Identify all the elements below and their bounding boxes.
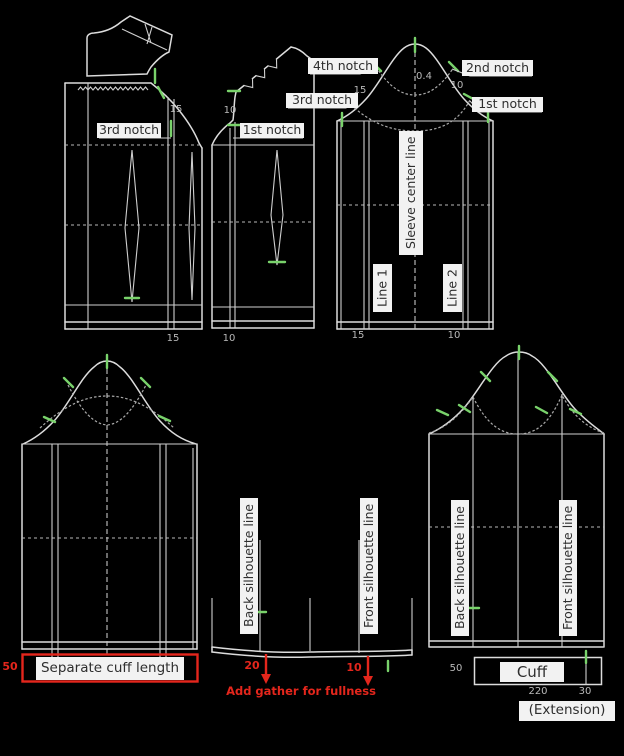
gather-back-value: 20 — [244, 659, 260, 672]
label-extension: (Extension) — [519, 701, 615, 721]
sleeve-hem-back-value: 15 — [351, 330, 365, 341]
label-sleeve-center-line: Sleeve center line — [399, 131, 423, 255]
back-armhole-ease-value: 15 — [169, 104, 183, 115]
separate-cuff-width-value: 50 — [2, 660, 18, 673]
label-sleeve-notch-4th: 4th notch — [308, 58, 378, 74]
sleeve-base-piece — [21, 360, 199, 683]
label-bodice-back-notch: 3rd notch — [97, 122, 161, 138]
back-yoke-piece — [86, 15, 173, 77]
notch-marks — [42, 36, 588, 673]
label-sleeve-notch-2nd: 2nd notch — [462, 60, 533, 76]
label-sleeve-notch-3rd: 3rd notch — [286, 93, 358, 108]
sleeve-draft-piece — [336, 43, 494, 330]
label-separate-cuff-length: Separate cuff length — [36, 657, 184, 680]
back-bodice-piece — [64, 82, 203, 330]
label-front-silhouette-mid: Front silhouette line — [360, 498, 378, 634]
label-sleeve-notch-1st: 1st notch — [472, 97, 543, 112]
label-back-silhouette-mid: Back silhouette line — [240, 498, 258, 634]
cuff-extension-value: 30 — [578, 686, 592, 697]
back-bodice-hem-value: 15 — [166, 333, 180, 344]
add-gather-note: Add gather for fullness — [226, 684, 376, 698]
sleeve-flare-segment — [211, 540, 413, 658]
cap-back-value: 15 — [353, 85, 367, 96]
gather-arrow-front — [363, 676, 373, 686]
cap-center-value: 0.4 — [416, 71, 432, 82]
label-line-2: Line 2 — [443, 264, 462, 312]
label-cuff: Cuff — [500, 662, 564, 682]
front-bodice-piece — [211, 46, 315, 329]
gather-arrows — [261, 654, 373, 686]
gather-front-value: 10 — [346, 661, 362, 674]
cuff-length-value: 220 — [528, 686, 548, 697]
front-armhole-ease-value: 10 — [223, 105, 237, 116]
gather-arrow-back — [261, 674, 271, 684]
cuff-width-value: 50 — [449, 663, 463, 674]
label-front-silhouette-right: Front silhouette line — [559, 500, 577, 636]
cap-front-value: 10 — [450, 80, 464, 91]
label-back-silhouette-right: Back silhouette line — [451, 500, 469, 636]
front-bodice-hem-value: 10 — [222, 333, 236, 344]
sleeve-hem-front-value: 10 — [447, 330, 461, 341]
label-bodice-front-notch: 1st notch — [240, 123, 304, 138]
label-line-1: Line 1 — [373, 264, 392, 312]
